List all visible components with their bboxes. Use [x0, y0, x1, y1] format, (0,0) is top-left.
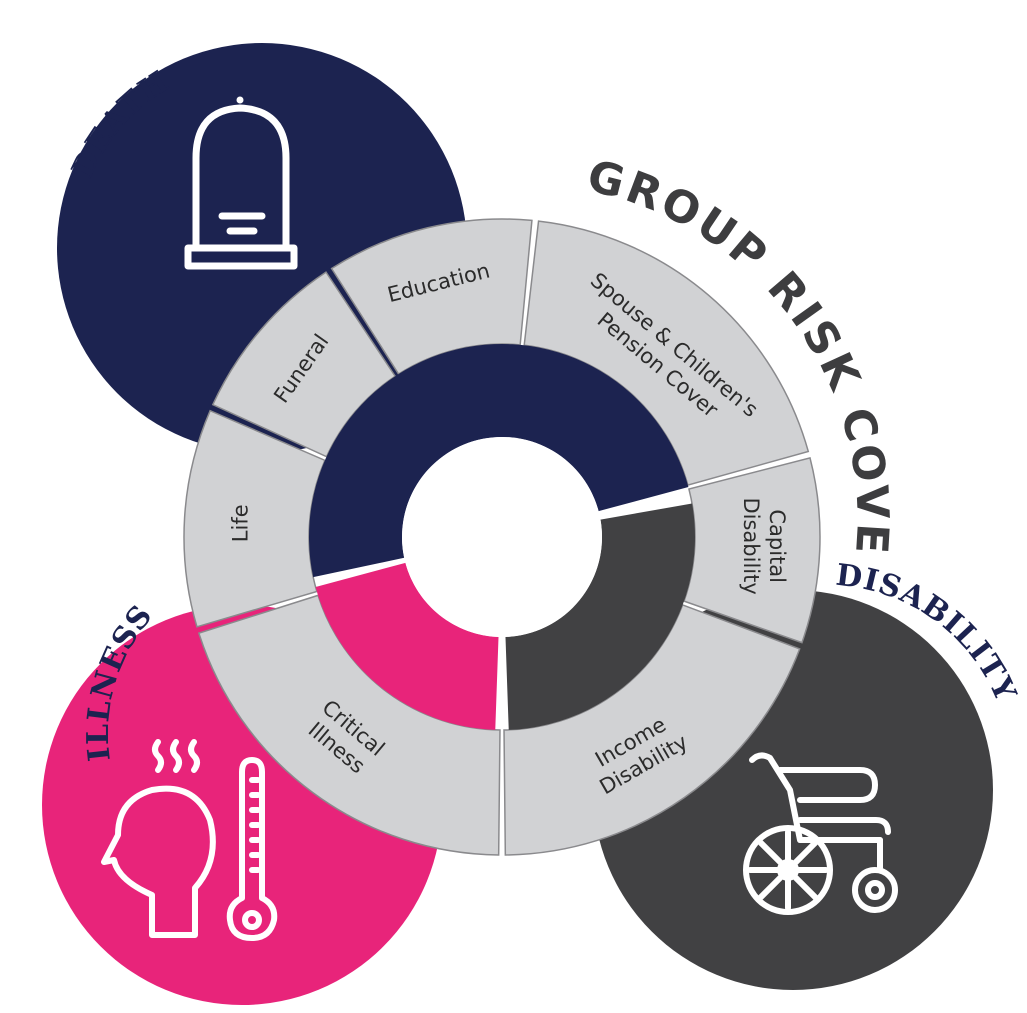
wheelchair-icon	[743, 752, 898, 915]
inner-ring-death	[309, 344, 689, 578]
tombstone-icon	[184, 96, 298, 270]
inner-ring-illness	[315, 562, 499, 730]
segment-label-capital: CapitalDisability	[739, 497, 789, 594]
outer-segment-ring	[183, 218, 821, 856]
center-hole	[402, 437, 602, 637]
inner-ring-disability	[505, 503, 695, 730]
fever-head-thermometer-icon	[101, 739, 278, 941]
inner-category-ring	[309, 344, 695, 730]
segment-label-life: Life	[228, 504, 252, 542]
